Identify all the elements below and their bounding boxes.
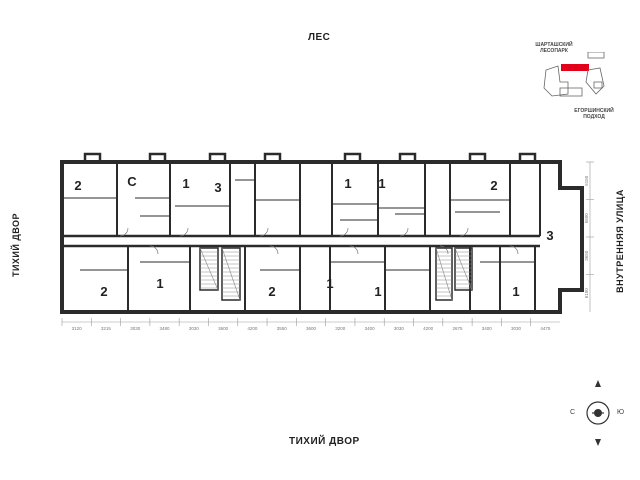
- apartment-label-bottom-0: 2: [100, 284, 107, 299]
- apartment-label-top-5: 1: [378, 176, 385, 191]
- apartment-label-bottom-1: 1: [156, 276, 163, 291]
- door-swing-0: [119, 227, 129, 237]
- door-swing-2: [259, 227, 269, 237]
- plan-walls: [60, 152, 584, 314]
- dimension-label-bottom-16: 4475: [540, 326, 551, 331]
- label-top-forest: ЛЕС: [308, 32, 331, 43]
- apartment-label-bottom-4: 1: [374, 284, 381, 299]
- dimension-label-bottom-9: 3200: [335, 326, 346, 331]
- door-swing-1: [179, 227, 189, 237]
- door-swing-3: [339, 227, 349, 237]
- label-bottom-courtyard: ТИХИЙ ДВОР: [289, 436, 360, 447]
- stair-core-2: [435, 247, 453, 301]
- dimension-label-right-0: 6150: [584, 175, 589, 186]
- door-swing-8: [349, 245, 359, 255]
- dimension-label-bottom-6: 4200: [247, 326, 258, 331]
- dimension-label-right-1: 5600: [584, 213, 589, 224]
- dimension-label-bottom-13: 2675: [452, 326, 463, 331]
- stair-core-1: [221, 247, 241, 301]
- compass-south-arrow-icon: [595, 439, 601, 446]
- facade-bay-5: [398, 152, 417, 162]
- dimension-row-bottom: 3120 3215 3030 3480 3030 3600 4200 3550 3600 3200…: [61, 318, 560, 331]
- apartment-label-top-0: 2: [74, 178, 81, 193]
- compass: [586, 380, 610, 446]
- dimension-label-bottom-0: 3120: [72, 326, 83, 331]
- compass-west-letter: С: [570, 409, 576, 416]
- apartment-label-top-1: С: [127, 174, 137, 189]
- facade-bay-2: [208, 152, 227, 162]
- apartment-labels: 2 С 1 3 1 1 2 2 1 2 1 1 1 3: [74, 174, 553, 299]
- facade-bay-1: [148, 152, 167, 162]
- facade-bay-6: [468, 152, 487, 162]
- facade-bay-3: [263, 152, 282, 162]
- door-swing-6: [149, 245, 159, 255]
- apartment-label-end: 3: [546, 228, 553, 243]
- site-minimap: [543, 52, 605, 97]
- dimension-label-bottom-10: 3400: [365, 326, 376, 331]
- stair-core-0: [199, 247, 219, 291]
- compass-north-arrow-icon: [595, 380, 601, 387]
- elevator-cross-0: [199, 247, 219, 291]
- dimension-label-bottom-2: 3030: [130, 326, 141, 331]
- door-swing-5: [459, 227, 469, 237]
- elevator-cross-3: [454, 247, 473, 291]
- apartment-label-top-2: 1: [182, 176, 189, 191]
- dimension-label-right-2: 3650: [584, 250, 589, 261]
- dimension-label-bottom-1: 3215: [101, 326, 112, 331]
- facade-bay-4: [343, 152, 362, 162]
- dimension-label-bottom-7: 3550: [277, 326, 288, 331]
- apartment-label-bottom-5: 1: [512, 284, 519, 299]
- door-swing-4: [399, 227, 409, 237]
- dimension-label-right-3: 6150: [584, 288, 589, 299]
- dimension-label-bottom-12: 4200: [423, 326, 434, 331]
- dimension-label-bottom-15: 3030: [511, 326, 522, 331]
- apartment-label-bottom-2: 2: [268, 284, 275, 299]
- dimension-label-bottom-5: 3600: [218, 326, 229, 331]
- minimap-caption-top: ШАРТАШСКИЙ ЛЕСОПАРК: [535, 42, 573, 54]
- door-swing-10: [509, 245, 519, 255]
- dimension-label-bottom-11: 3030: [394, 326, 405, 331]
- dimension-label-bottom-14: 3400: [482, 326, 493, 331]
- compass-east-letter: Ю: [617, 409, 625, 416]
- minimap-caption-bottom: ЕГОРШИНСКИЙ ПОДХОД: [574, 108, 614, 120]
- facade-bay-0: [83, 152, 102, 162]
- dimension-label-bottom-3: 3480: [160, 326, 171, 331]
- apartment-label-top-6: 2: [490, 178, 497, 193]
- stair-cores: [199, 247, 473, 301]
- outer-wall: [60, 160, 584, 314]
- door-swing-7: [269, 245, 279, 255]
- stair-core-3: [454, 247, 473, 291]
- facade-bay-7: [518, 152, 537, 162]
- elevator-cross-2: [435, 247, 453, 301]
- dimension-label-bottom-4: 3030: [189, 326, 200, 331]
- elevator-cross-1: [221, 247, 241, 301]
- apartment-label-top-3: 3: [214, 180, 221, 195]
- apartment-label-bottom-3: 1: [326, 276, 333, 291]
- minimap-highlight-section: [561, 64, 589, 71]
- apartment-label-top-4: 1: [344, 176, 351, 191]
- dimension-label-bottom-8: 3600: [306, 326, 317, 331]
- dimension-column-right: 6150 5600 3650 6150: [584, 161, 594, 312]
